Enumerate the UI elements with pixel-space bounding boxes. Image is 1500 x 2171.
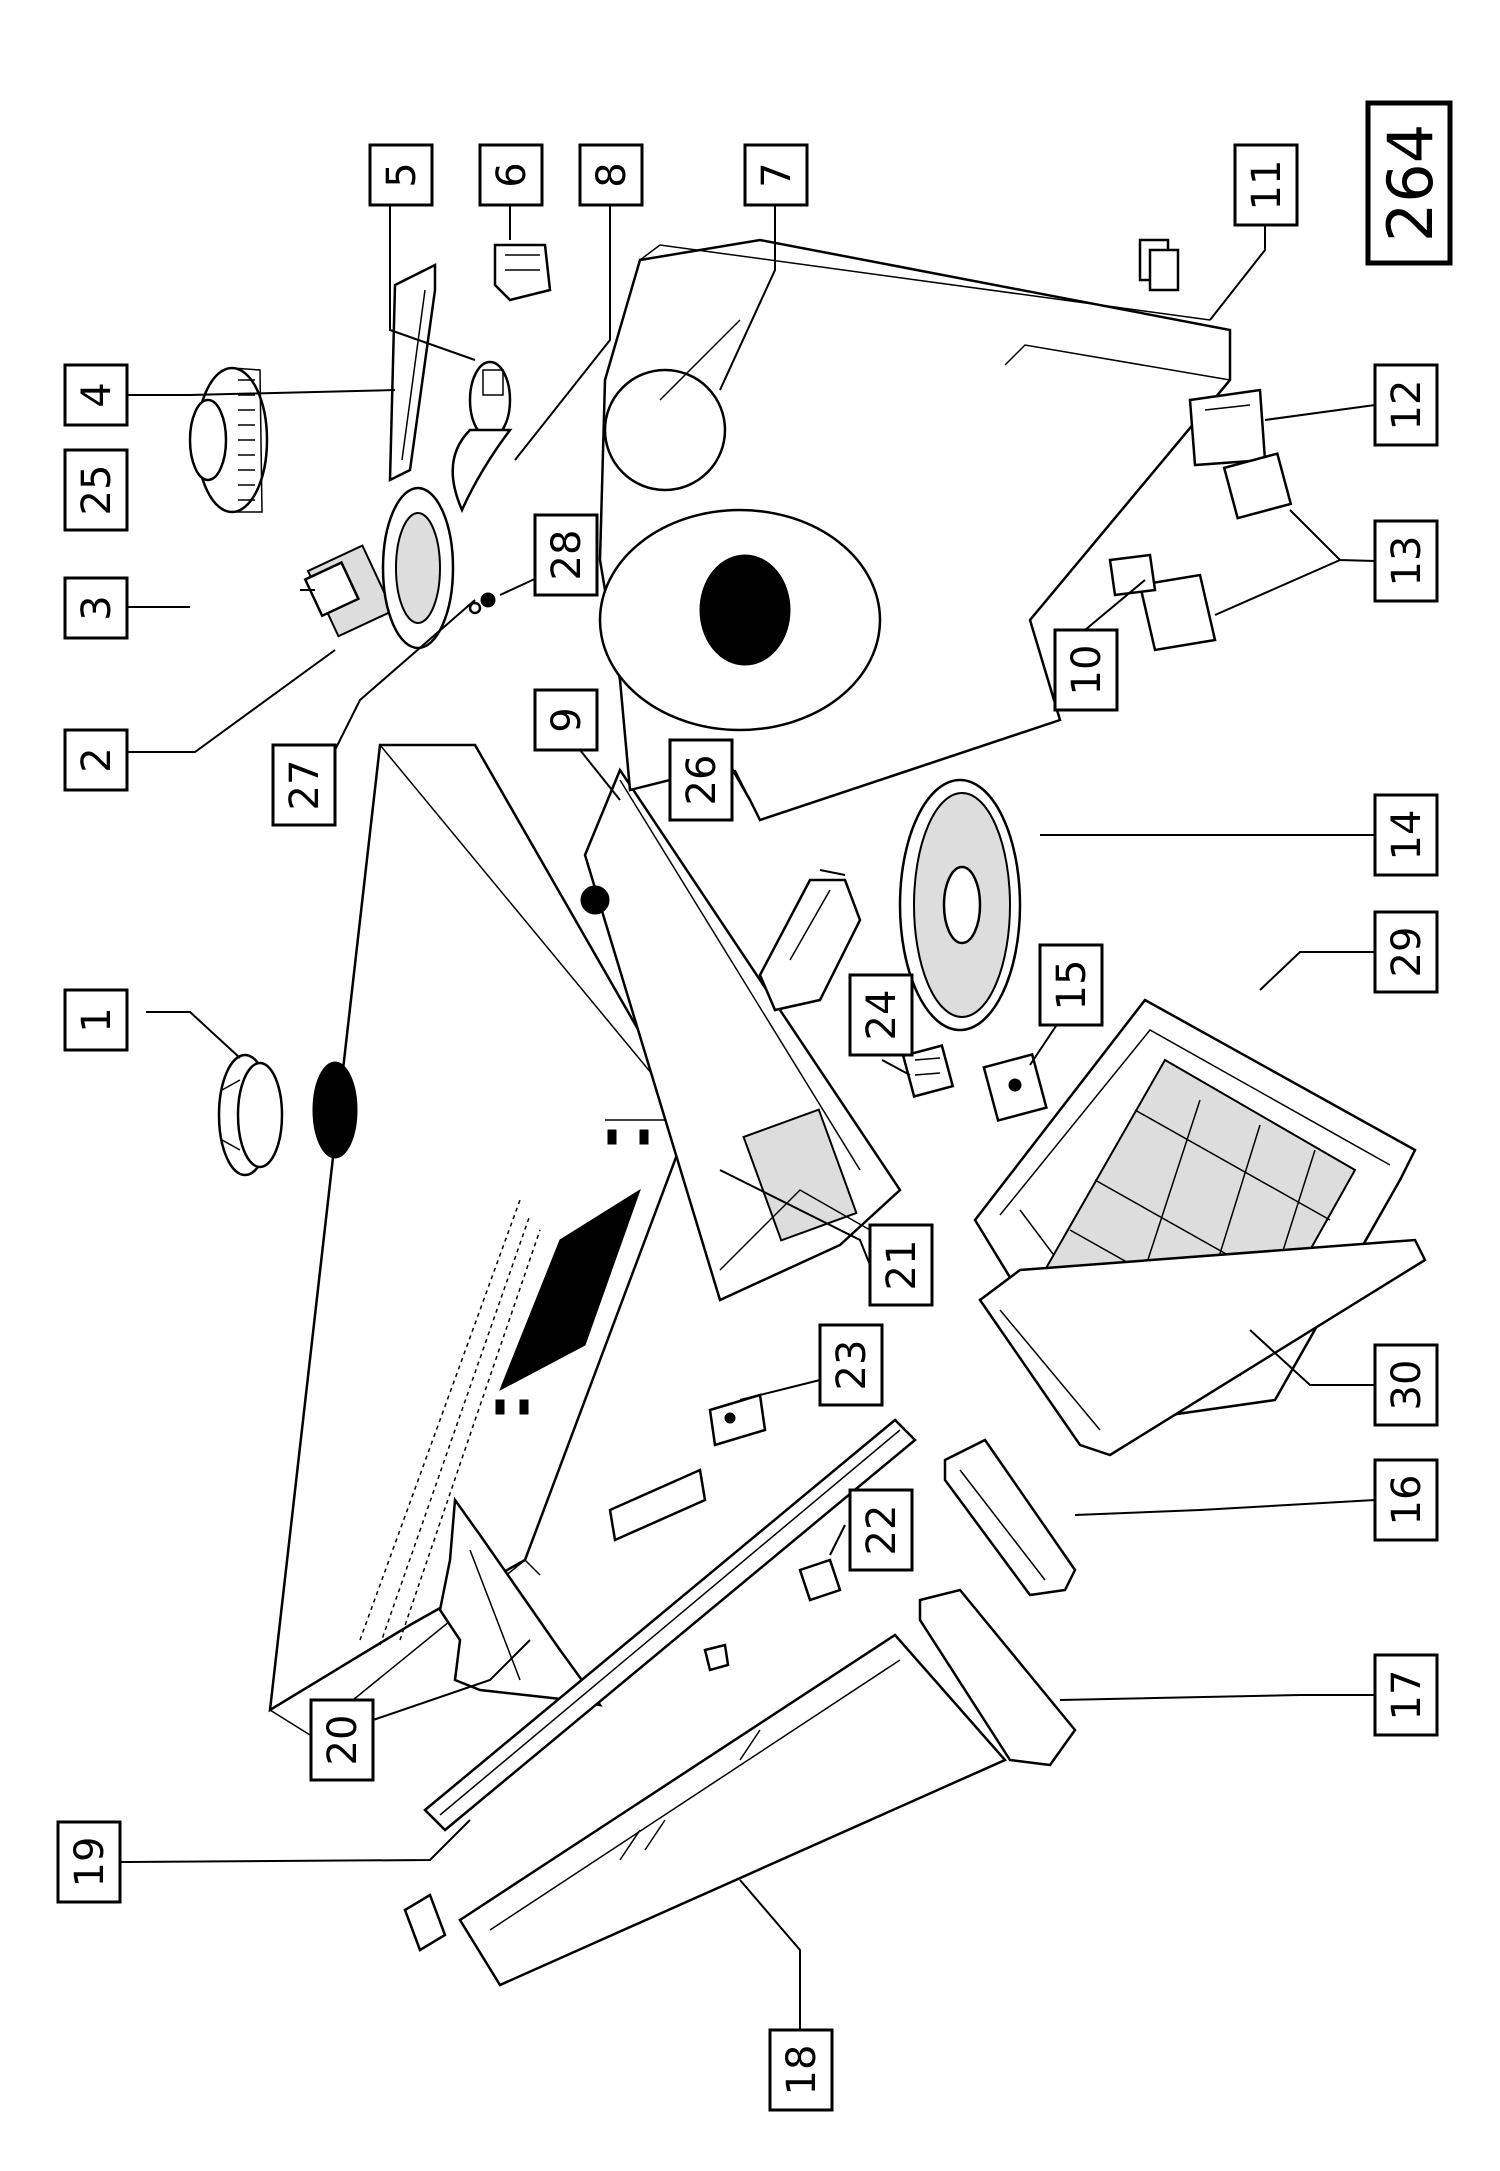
callout-25: 25 — [63, 448, 129, 532]
svg-text:18: 18 — [779, 2045, 825, 2096]
callout-16: 16 — [1373, 1458, 1439, 1542]
callout-27: 27 — [271, 743, 337, 827]
svg-text:4: 4 — [74, 382, 120, 407]
part-20-base-frame — [438, 1496, 603, 1707]
part-27-screw — [468, 601, 482, 615]
svg-text:19: 19 — [67, 1837, 113, 1888]
part-drawings — [188, 238, 1427, 1987]
callout-19: 19 — [56, 1820, 122, 1904]
callout-20: 20 — [309, 1698, 375, 1782]
svg-text:13: 13 — [1384, 536, 1430, 587]
callout-10: 10 — [1053, 628, 1119, 712]
callout-30: 30 — [1373, 1343, 1439, 1427]
callout-23: 23 — [818, 1323, 884, 1407]
part-7-blower-housing — [598, 238, 1232, 822]
svg-text:24: 24 — [859, 990, 905, 1041]
page-number-box: 264 — [1365, 100, 1453, 266]
svg-text:7: 7 — [754, 162, 800, 187]
callout-5: 5 — [368, 143, 434, 207]
callout-21: 21 — [868, 1223, 934, 1307]
svg-text:9: 9 — [544, 707, 590, 732]
svg-text:22: 22 — [859, 1505, 905, 1556]
callout-14: 14 — [1373, 793, 1439, 877]
part-25-grille — [381, 486, 455, 650]
part-3-blower-wheel — [188, 366, 269, 514]
callout-11: 11 — [1233, 143, 1299, 227]
part-23-control-trim — [708, 1393, 767, 1447]
callout-9: 9 — [533, 688, 599, 752]
callout-24: 24 — [848, 973, 914, 1057]
callout-17: 17 — [1373, 1653, 1439, 1737]
callout-15: 15 — [1038, 943, 1104, 1027]
callout-1: 1 — [63, 988, 129, 1052]
part-19-front-strip — [423, 1418, 917, 1832]
svg-text:1: 1 — [74, 1007, 120, 1032]
svg-text:25: 25 — [74, 465, 120, 516]
callout-2: 2 — [63, 728, 129, 792]
part-21-front-panel — [580, 767, 902, 1302]
part-4-lens — [388, 262, 437, 483]
callout-22: 22 — [848, 1488, 914, 1572]
callout-26: 26 — [668, 738, 734, 822]
part-16-light-cover — [943, 1438, 1077, 1597]
svg-text:5: 5 — [379, 162, 425, 187]
part-1-collar — [217, 1053, 284, 1177]
svg-text:11: 11 — [1244, 160, 1290, 211]
part-26-handle — [758, 878, 862, 1012]
callout-18: 18 — [768, 2028, 834, 2112]
part-6-lamp-socket — [493, 243, 552, 302]
callouts: 1 2 3 4 5 6 7 8 9 10 11 12 13 14 15 16 1… — [56, 143, 1439, 2112]
callout-12: 12 — [1373, 363, 1439, 447]
page-number: 264 — [1374, 124, 1447, 242]
svg-text:6: 6 — [489, 162, 535, 187]
part-11-clips — [1138, 238, 1180, 292]
svg-text:8: 8 — [589, 162, 635, 187]
callout-28: 28 — [533, 513, 599, 597]
part-14-carbon-filter — [898, 778, 1022, 1032]
svg-text:23: 23 — [829, 1340, 875, 1391]
callout-29: 29 — [1373, 910, 1439, 994]
svg-text:12: 12 — [1384, 380, 1430, 431]
part-18-glass-visor — [403, 1633, 1008, 1987]
callout-13: 13 — [1373, 519, 1439, 603]
vent-holes — [359, 1199, 541, 1646]
svg-text:16: 16 — [1384, 1475, 1430, 1526]
svg-text:30: 30 — [1384, 1360, 1430, 1411]
svg-text:20: 20 — [320, 1715, 366, 1766]
part-24-clip — [901, 1044, 955, 1098]
part-22-knob — [703, 1558, 842, 1672]
svg-text:3: 3 — [74, 595, 120, 620]
svg-text:26: 26 — [679, 755, 725, 806]
part-10-button — [1108, 553, 1157, 597]
callout-8: 8 — [578, 143, 644, 207]
svg-text:17: 17 — [1384, 1670, 1430, 1721]
svg-text:29: 29 — [1384, 927, 1430, 978]
svg-text:10: 10 — [1064, 645, 1110, 696]
part-28-washer — [480, 592, 496, 608]
svg-text:2: 2 — [74, 747, 120, 772]
svg-text:14: 14 — [1384, 810, 1430, 861]
callout-7: 7 — [743, 143, 809, 207]
callout-4: 4 — [63, 363, 129, 427]
svg-text:21: 21 — [879, 1240, 925, 1291]
callout-3: 3 — [63, 576, 129, 640]
svg-text:27: 27 — [282, 760, 328, 811]
part-30-filter-panel — [978, 1238, 1427, 1457]
part-15-bracket — [982, 1052, 1048, 1123]
svg-text:15: 15 — [1049, 960, 1095, 1011]
part-13-switches — [1138, 452, 1293, 652]
svg-text:28: 28 — [544, 530, 590, 581]
part-17-visor-end — [918, 1588, 1077, 1767]
callout-6: 6 — [478, 143, 544, 207]
part-5-bulb — [451, 360, 513, 514]
part-12-slider — [1188, 388, 1267, 467]
part-2-motor — [300, 544, 395, 638]
